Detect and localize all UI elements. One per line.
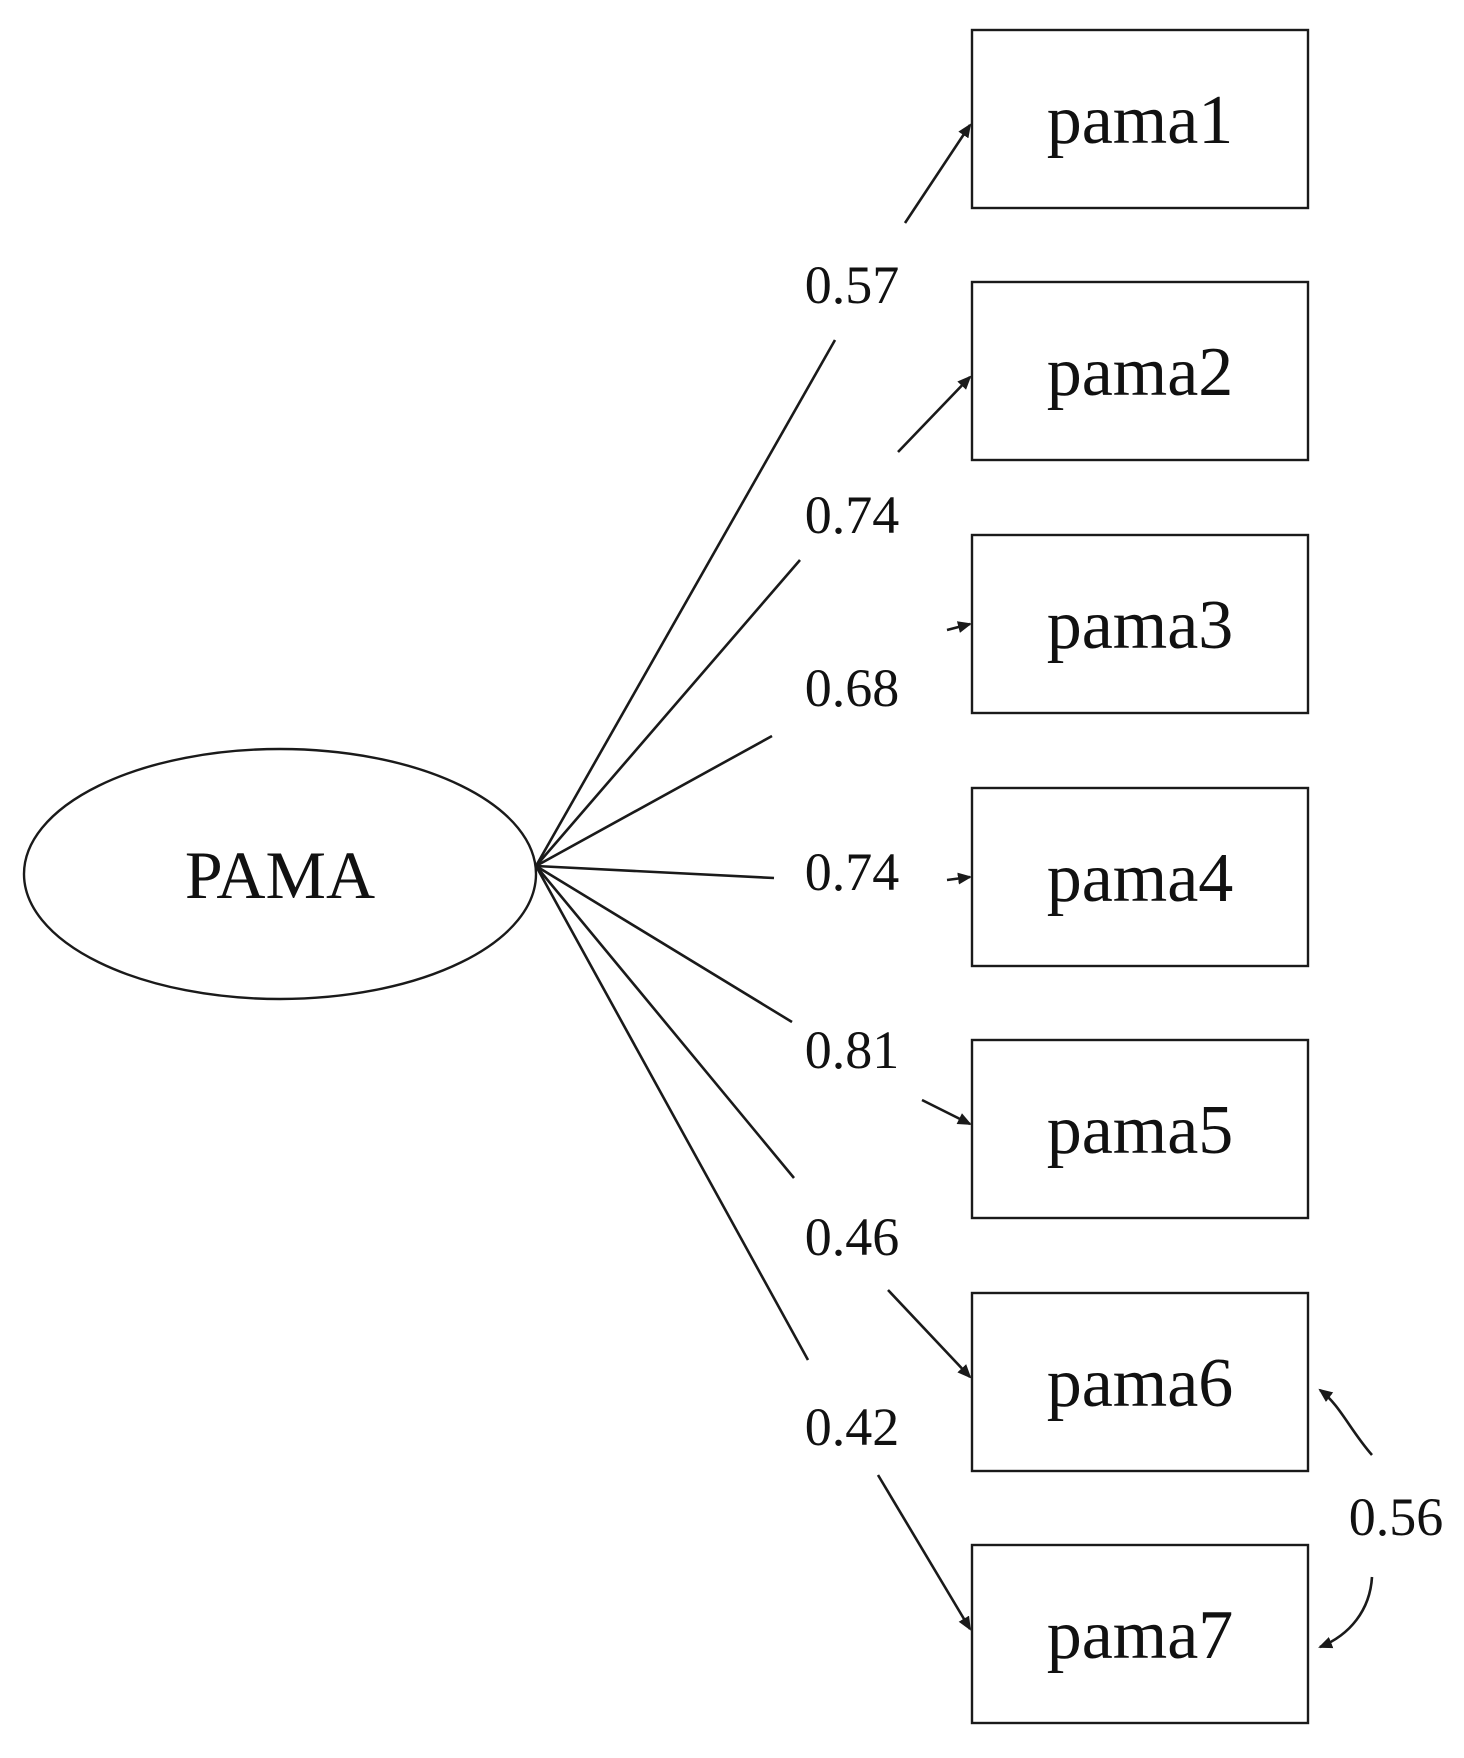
indicator-label: pama6 <box>1047 1345 1234 1422</box>
indicator-box <box>970 1543 1310 1725</box>
covariance-pama6-pama7: 0.56 <box>1318 1388 1444 1649</box>
loading-line-pama3 <box>535 734 773 868</box>
indicator-box <box>970 786 1310 968</box>
loading-arrow-pama7 <box>876 1474 972 1631</box>
loading-arrow-pama1 <box>903 123 972 224</box>
indicator-node-pama2: pama2 <box>970 280 1310 462</box>
covariance-arc-bottom <box>1318 1576 1374 1649</box>
indicator-box <box>970 1038 1310 1220</box>
latent-node-pama: PAMA <box>22 747 538 1001</box>
indicator-node-pama7: pama7 <box>970 1543 1310 1725</box>
indicator-nodes: pama1 pama2 pama3 pama4 pama5 pama6 pama7 <box>970 28 1310 1725</box>
loading-paths: 0.57 0.74 0.68 0.74 0.81 0.46 0.42 <box>534 123 972 1631</box>
loading-value-pama7: 0.42 <box>805 1397 900 1457</box>
indicator-label: pama7 <box>1047 1597 1234 1674</box>
indicator-label: pama2 <box>1047 334 1234 411</box>
loading-arrow-pama2 <box>897 375 972 453</box>
latent-label: PAMA <box>185 837 375 913</box>
indicator-label: pama1 <box>1047 82 1234 159</box>
loading-line-pama7 <box>534 865 810 1361</box>
indicator-label: pama5 <box>1047 1092 1234 1169</box>
loading-line-pama6 <box>534 865 796 1179</box>
loading-value-pama4: 0.74 <box>805 842 900 902</box>
loading-arrow-pama6 <box>887 1289 972 1379</box>
latent-ellipse <box>22 747 538 1001</box>
loading-line-pama4 <box>535 864 775 880</box>
loading-line-pama1 <box>534 339 837 867</box>
indicator-node-pama5: pama5 <box>970 1038 1310 1220</box>
indicator-box <box>970 533 1310 715</box>
loading-value-pama5: 0.81 <box>805 1020 900 1080</box>
covariance-arc-top <box>1318 1388 1373 1456</box>
loading-line-pama5 <box>535 864 793 1024</box>
indicator-node-pama6: pama6 <box>970 1291 1310 1473</box>
indicator-box <box>970 1291 1310 1473</box>
indicator-node-pama1: pama1 <box>970 28 1310 210</box>
covariance-value: 0.56 <box>1349 1487 1444 1547</box>
loading-arrow-pama4 <box>946 872 972 885</box>
indicator-node-pama4: pama4 <box>970 786 1310 968</box>
loading-value-pama1: 0.57 <box>805 255 900 315</box>
loading-arrow-pama3 <box>946 621 972 633</box>
loading-line-pama2 <box>535 559 801 867</box>
indicator-label: pama3 <box>1047 587 1234 664</box>
loading-value-pama2: 0.74 <box>805 485 900 545</box>
indicator-node-pama3: pama3 <box>970 533 1310 715</box>
loading-arrow-pama5 <box>921 1098 972 1126</box>
loading-value-pama6: 0.46 <box>805 1207 900 1267</box>
indicator-box <box>970 280 1310 462</box>
indicator-label: pama4 <box>1047 840 1234 917</box>
loading-value-pama3: 0.68 <box>805 658 900 718</box>
indicator-box <box>970 28 1310 210</box>
